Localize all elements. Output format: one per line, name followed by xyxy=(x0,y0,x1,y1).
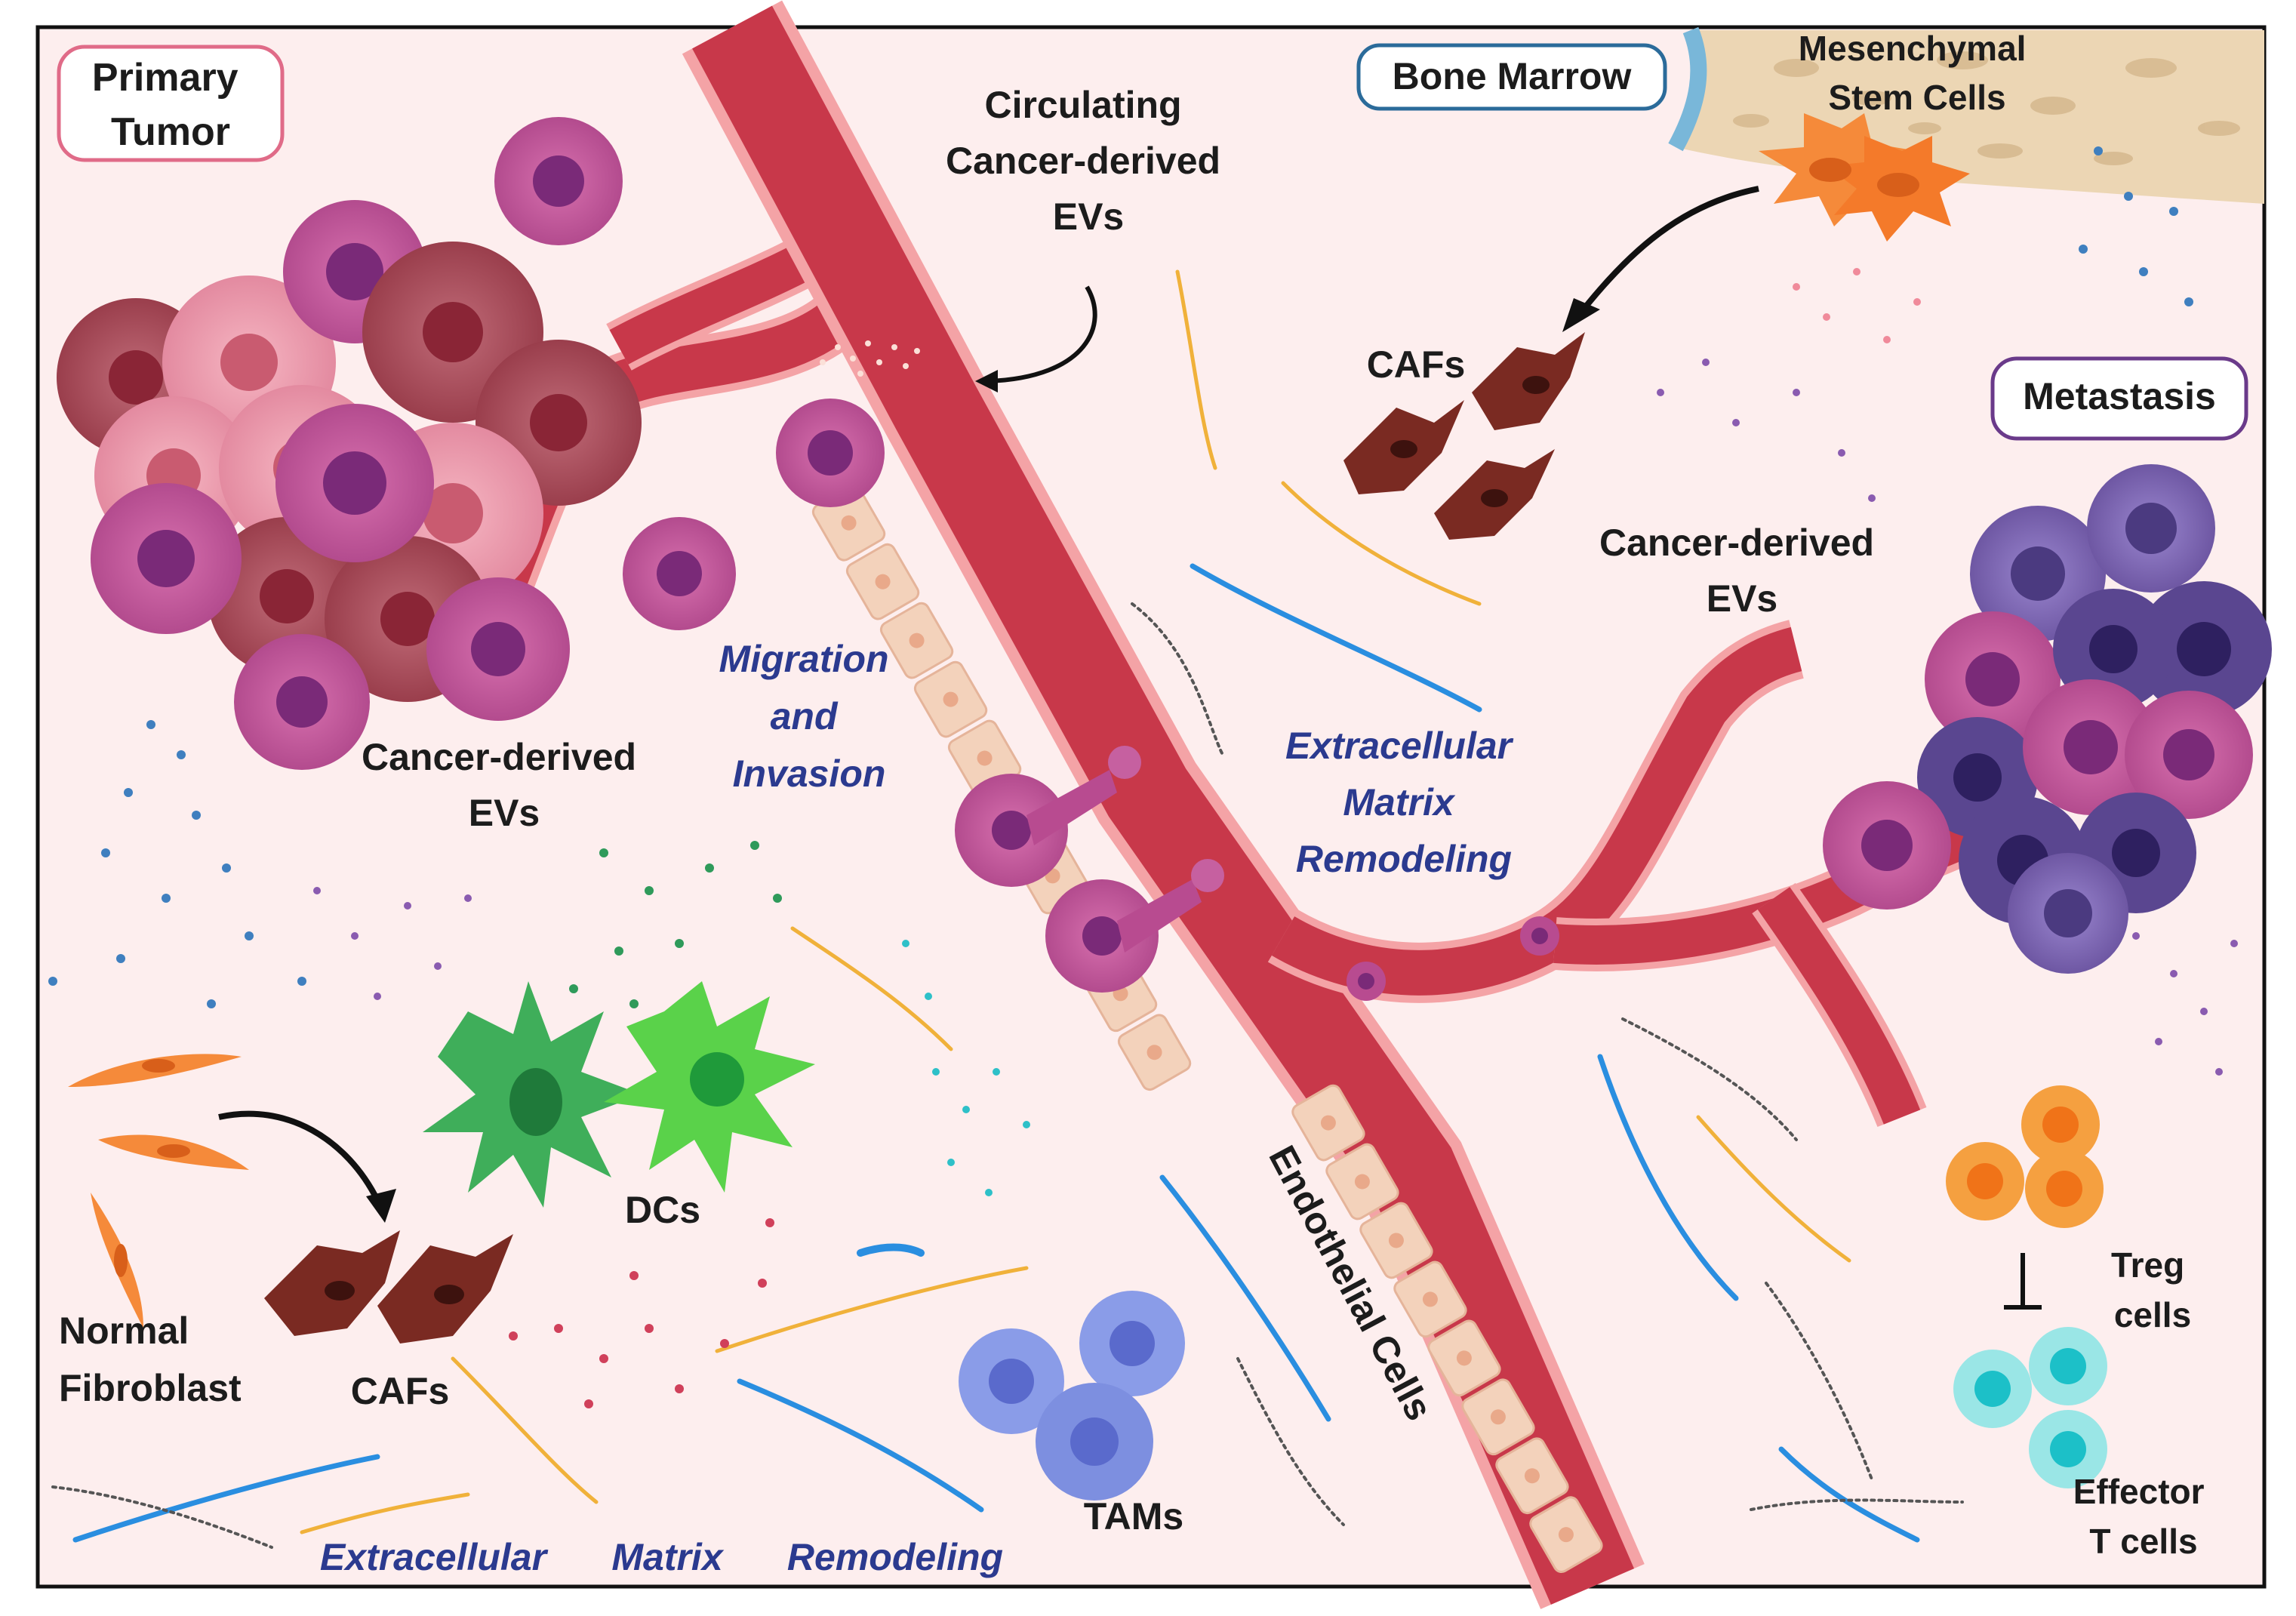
ecm-remodeling-bottom-word-2: Matrix xyxy=(611,1536,724,1578)
endothelial-cells-right xyxy=(1291,1084,1603,1574)
effector-t-cells-label: Effector T cells xyxy=(2073,1472,2214,1561)
migrating-tumor-cells xyxy=(955,746,1224,993)
tams-label: TAMs xyxy=(1084,1495,1183,1538)
primary-tumor-label-box xyxy=(57,45,285,162)
fibroblast-to-caf-arrow xyxy=(218,1110,380,1202)
dcs-label: DCs xyxy=(625,1189,700,1231)
normal-fibroblast-icon xyxy=(68,1054,249,1328)
circulating-cells xyxy=(820,340,1559,1001)
cancer-evs-left-label: Cancer-derived EVs xyxy=(362,736,647,834)
metastasis-cluster xyxy=(1823,464,2272,974)
primary-tumor-cluster xyxy=(57,117,885,770)
treg-cells-label: Treg cells xyxy=(2111,1245,2194,1334)
treg-cell-icon xyxy=(1946,1085,2104,1228)
ecm-remodeling-mid-label: Extracellular Matrix Remodeling xyxy=(1285,725,1522,880)
normal-fibroblast-label: Normal Fibroblast xyxy=(59,1310,242,1409)
cafs-bottom-label: CAFs xyxy=(351,1370,450,1412)
circulating-evs-label: Circulating Cancer-derived EVs xyxy=(946,84,1231,238)
bone-marrow-label-box xyxy=(1356,43,1667,111)
cancer-evs-right-label: Cancer-derived EVs xyxy=(1599,522,1885,620)
ev-particles xyxy=(48,146,2238,1408)
msc-to-caf-arrowhead xyxy=(1562,298,1600,332)
cafs-top-label: CAFs xyxy=(1367,343,1466,386)
tam-cell-icon xyxy=(959,1291,1185,1501)
extracellular-matrix-fibers xyxy=(51,269,1964,1549)
ecm-remodeling-bottom-word-3: Remodeling xyxy=(787,1536,1003,1578)
migration-invasion-label: Migration and Invasion xyxy=(719,638,900,795)
bone-marrow-label: Bone Marrow xyxy=(1393,55,1632,97)
blood-vessel xyxy=(453,0,2017,1609)
ecm-remodeling-bottom-word-1: Extracellular xyxy=(320,1536,549,1578)
primary-tumor-label: Primary Tumor xyxy=(92,56,249,154)
metastasis-label: Metastasis xyxy=(2023,375,2216,417)
metastasis-label-box xyxy=(1990,356,2248,441)
circulating-evs-arrow xyxy=(988,285,1097,383)
caf-cell-bottom xyxy=(264,1230,513,1344)
mesenchymal-stem-cells-label: Mesenchymal Stem Cells xyxy=(1799,29,2036,117)
msc-to-caf-arrow xyxy=(1574,186,1759,319)
circulating-evs-arrowhead xyxy=(975,370,998,392)
fibroblast-to-caf-arrowhead xyxy=(366,1189,396,1223)
mesenchymal-stem-cell-icon xyxy=(1759,113,1970,242)
effector-t-cell-icon xyxy=(1953,1327,2107,1488)
dendritic-cell-icon xyxy=(423,981,815,1208)
caf-cell-top xyxy=(1343,332,1585,540)
